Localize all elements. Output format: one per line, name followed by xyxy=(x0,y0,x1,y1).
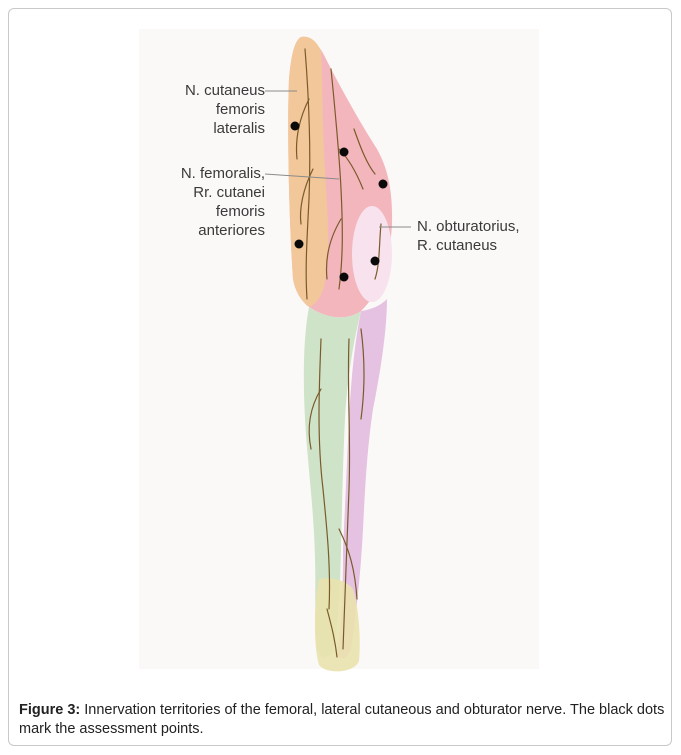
figure-caption: Figure 3: Innervation territories of the… xyxy=(19,701,669,739)
figure-caption-label: Figure 3: xyxy=(19,702,80,718)
assessment-point xyxy=(295,240,304,249)
label-lateral-cutaneous-nerve: N. cutaneus femoris lateralis xyxy=(185,81,265,138)
leg-innervation-illustration xyxy=(9,9,672,679)
assessment-point xyxy=(371,257,380,266)
assessment-point xyxy=(340,148,349,157)
figure-frame: N. cutaneus femoris lateralis N. femoral… xyxy=(8,8,672,746)
label-obturator-nerve: N. obturatorius, R. cutaneus xyxy=(417,217,520,255)
assessment-point xyxy=(340,273,349,282)
assessment-point xyxy=(291,122,300,131)
label-femoral-nerve: N. femoralis, Rr. cutanei femoris anteri… xyxy=(181,164,265,240)
figure-caption-text: Innervation territories of the femoral, … xyxy=(19,702,664,737)
obturator-territory xyxy=(352,206,392,302)
assessment-point xyxy=(379,180,388,189)
